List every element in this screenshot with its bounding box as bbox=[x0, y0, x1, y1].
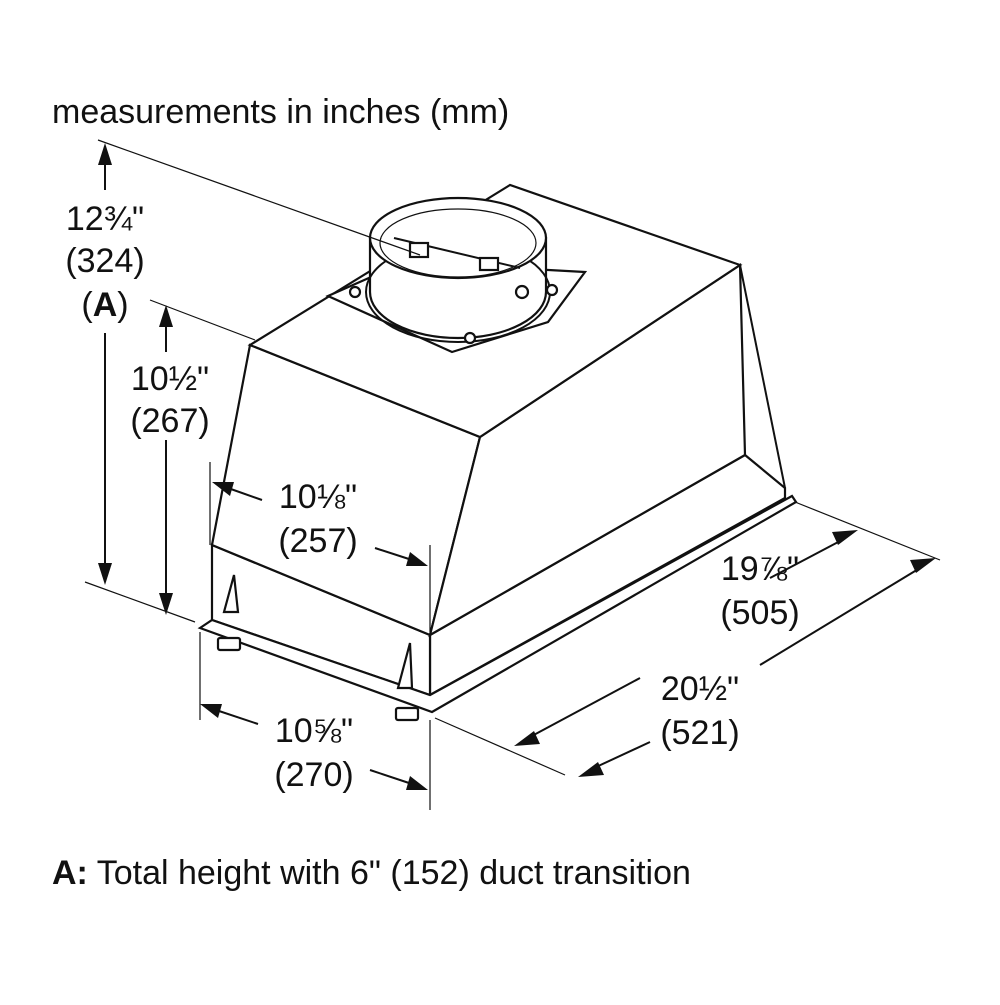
filter-clip-left bbox=[222, 574, 240, 614]
foot-front bbox=[394, 706, 420, 722]
dim-base-front-width-inches: 10⅝" bbox=[275, 712, 353, 750]
screw bbox=[514, 284, 530, 300]
dim-inner-depth-inches: 19⅞" bbox=[721, 550, 799, 588]
dim-front-inner-width: 10⅛" (257) bbox=[278, 478, 357, 560]
dim-front-inner-width-inches: 10⅛" bbox=[279, 478, 357, 516]
dim-base-front-width: 10⅝" (270) bbox=[274, 712, 353, 794]
footnote-label: A: bbox=[52, 854, 88, 892]
damper-weight-right bbox=[478, 256, 500, 272]
dim-total-height-inches: 12¾" bbox=[66, 200, 144, 238]
dim-outer-depth-inches: 20½" bbox=[661, 670, 739, 708]
filter-clip-right bbox=[396, 642, 414, 690]
dim-total-height-mm: (324) bbox=[65, 242, 144, 280]
hood-base-flange bbox=[197, 494, 798, 714]
screw bbox=[545, 283, 559, 297]
dim-body-height: 10½" (267) bbox=[130, 360, 209, 440]
dimension-lines bbox=[84, 139, 941, 810]
screw bbox=[348, 285, 362, 299]
dim-total-height: 12¾" (324) (A) bbox=[65, 200, 144, 324]
dim-body-height-inches: 10½" bbox=[131, 360, 209, 398]
dim-total-height-marker: (A) bbox=[81, 286, 128, 324]
dim-front-inner-width-mm: (257) bbox=[278, 522, 357, 560]
duct-collar bbox=[325, 196, 588, 354]
heading: measurements in inches (mm) bbox=[52, 93, 509, 131]
dim-body-height-mm: (267) bbox=[130, 402, 209, 440]
dim-outer-depth: 20½" (521) bbox=[660, 670, 739, 752]
marker-a: A bbox=[93, 286, 118, 324]
footnote: A: Total height with 6" (152) duct trans… bbox=[52, 854, 691, 892]
screw bbox=[463, 331, 477, 345]
dim-inner-depth-mm: (505) bbox=[720, 594, 799, 632]
dim-inner-depth: 19⅞" (505) bbox=[720, 550, 799, 632]
dim-outer-depth-mm: (521) bbox=[660, 714, 739, 752]
dim-base-front-width-mm: (270) bbox=[274, 756, 353, 794]
footnote-text: Total height with 6" (152) duct transiti… bbox=[88, 854, 691, 892]
foot-left bbox=[216, 636, 242, 652]
